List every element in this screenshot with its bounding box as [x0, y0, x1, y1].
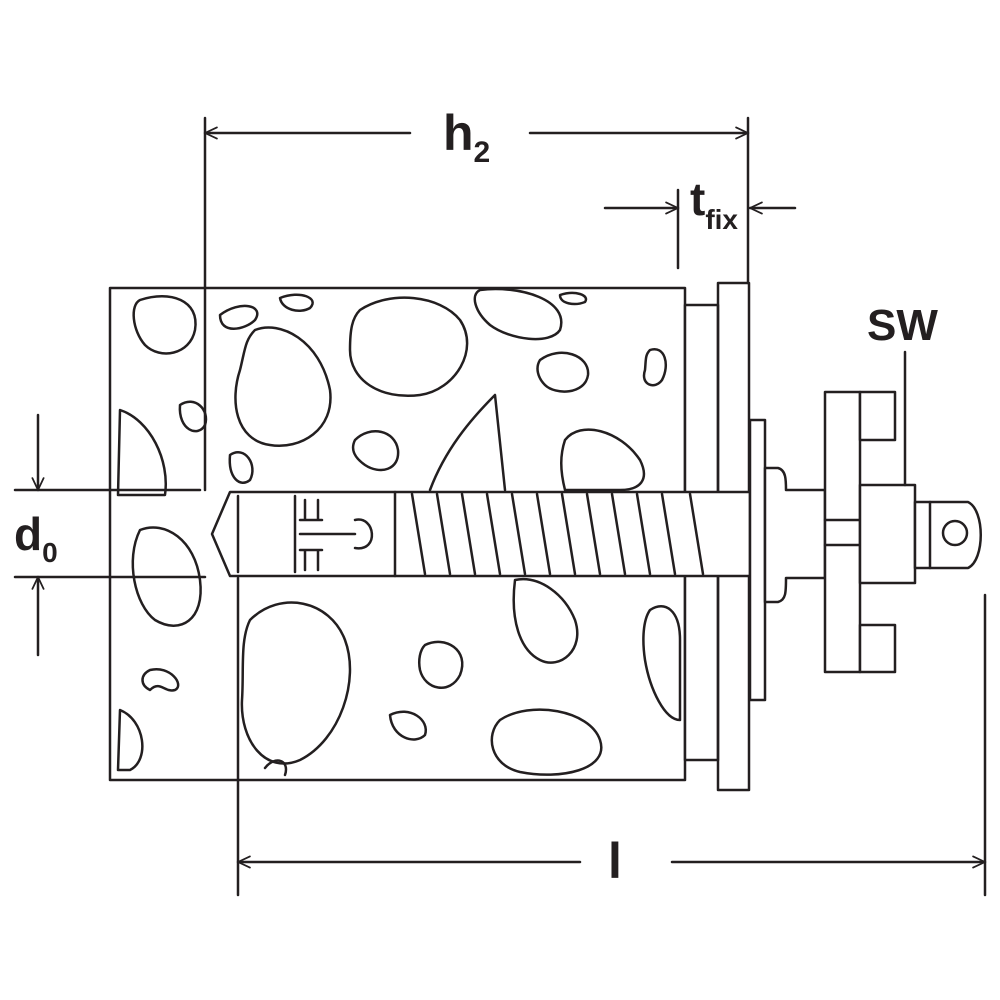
setting-tool: [823, 390, 897, 674]
washer: [748, 418, 767, 702]
tfix-label: t: [690, 173, 705, 225]
bolt-threads: [410, 492, 705, 576]
dimension-h2: h2: [203, 105, 750, 290]
d0-subscript: 0: [42, 537, 58, 568]
anchor-bolt: [210, 390, 982, 702]
d0-label: d: [14, 508, 42, 560]
dimension-l: l: [236, 593, 987, 897]
h2-label: h: [443, 105, 474, 161]
svg-text:tfix: tfix: [690, 173, 738, 235]
dimension-sw: SW: [867, 301, 938, 487]
l-label: l: [608, 833, 622, 889]
h2-subscript: 2: [474, 136, 491, 169]
svg-text:h2: h2: [443, 105, 490, 169]
bolt-end-hole: [941, 519, 969, 547]
nut-collar: [763, 466, 827, 604]
dimension-tfix: tfix: [603, 173, 797, 270]
tfix-subscript: fix: [705, 204, 738, 235]
hex-nut: [858, 483, 917, 585]
svg-text:d0: d0: [14, 508, 58, 568]
dimension-d0: d0: [13, 413, 207, 657]
sw-label: SW: [867, 301, 938, 350]
